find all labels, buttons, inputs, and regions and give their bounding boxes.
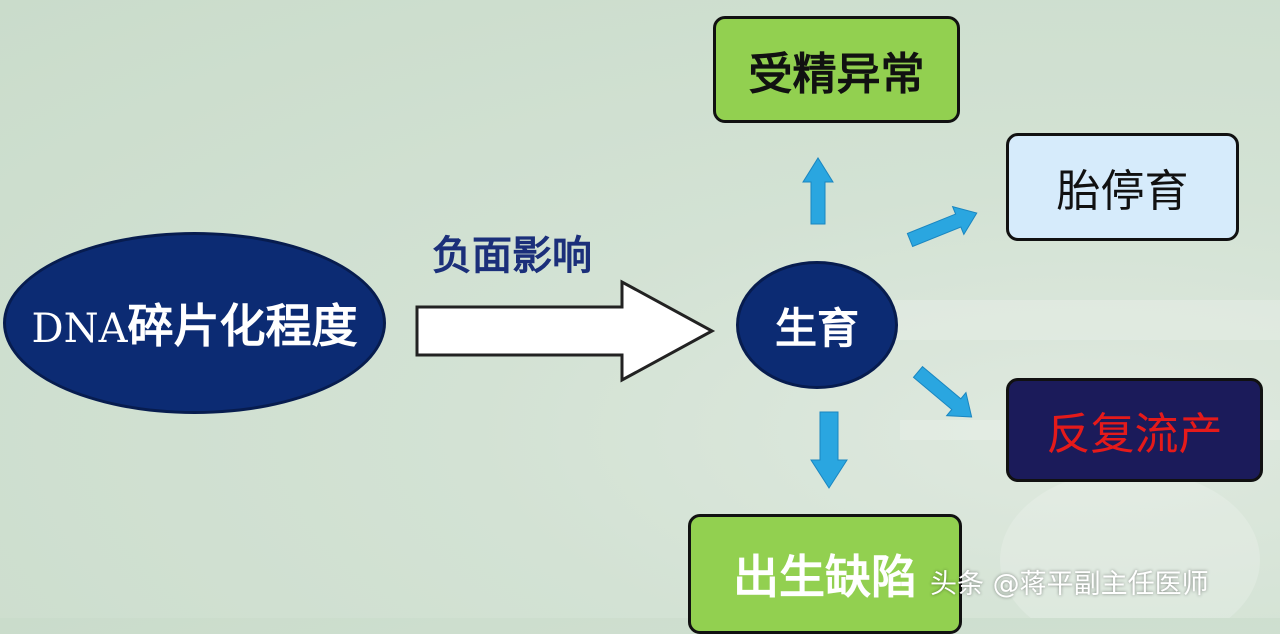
arrow-right-up	[906, 205, 978, 248]
dna-fragmentation-node: DNA碎片化程度	[3, 232, 386, 414]
embryo-arrest-box: 胎停育	[1006, 133, 1239, 241]
arrow-right-down	[912, 365, 973, 418]
negative-impact-label: 负面影响	[432, 233, 592, 279]
recurrent-miscarriage-box: 反复流产	[1006, 378, 1263, 482]
fertilization-abnormality-box: 受精异常	[713, 16, 960, 123]
birth-defects-box: 出生缺陷	[688, 514, 962, 634]
watermark: 头条 @蒋平副主任医师	[930, 569, 1209, 600]
arrows-layer	[415, 157, 978, 489]
big-arrow	[415, 279, 716, 383]
dna-fragmentation-label: DNA碎片化程度	[31, 299, 358, 353]
arrow-up	[802, 157, 834, 225]
arrow-down	[810, 411, 848, 489]
fertility-node: 生育	[736, 261, 898, 389]
